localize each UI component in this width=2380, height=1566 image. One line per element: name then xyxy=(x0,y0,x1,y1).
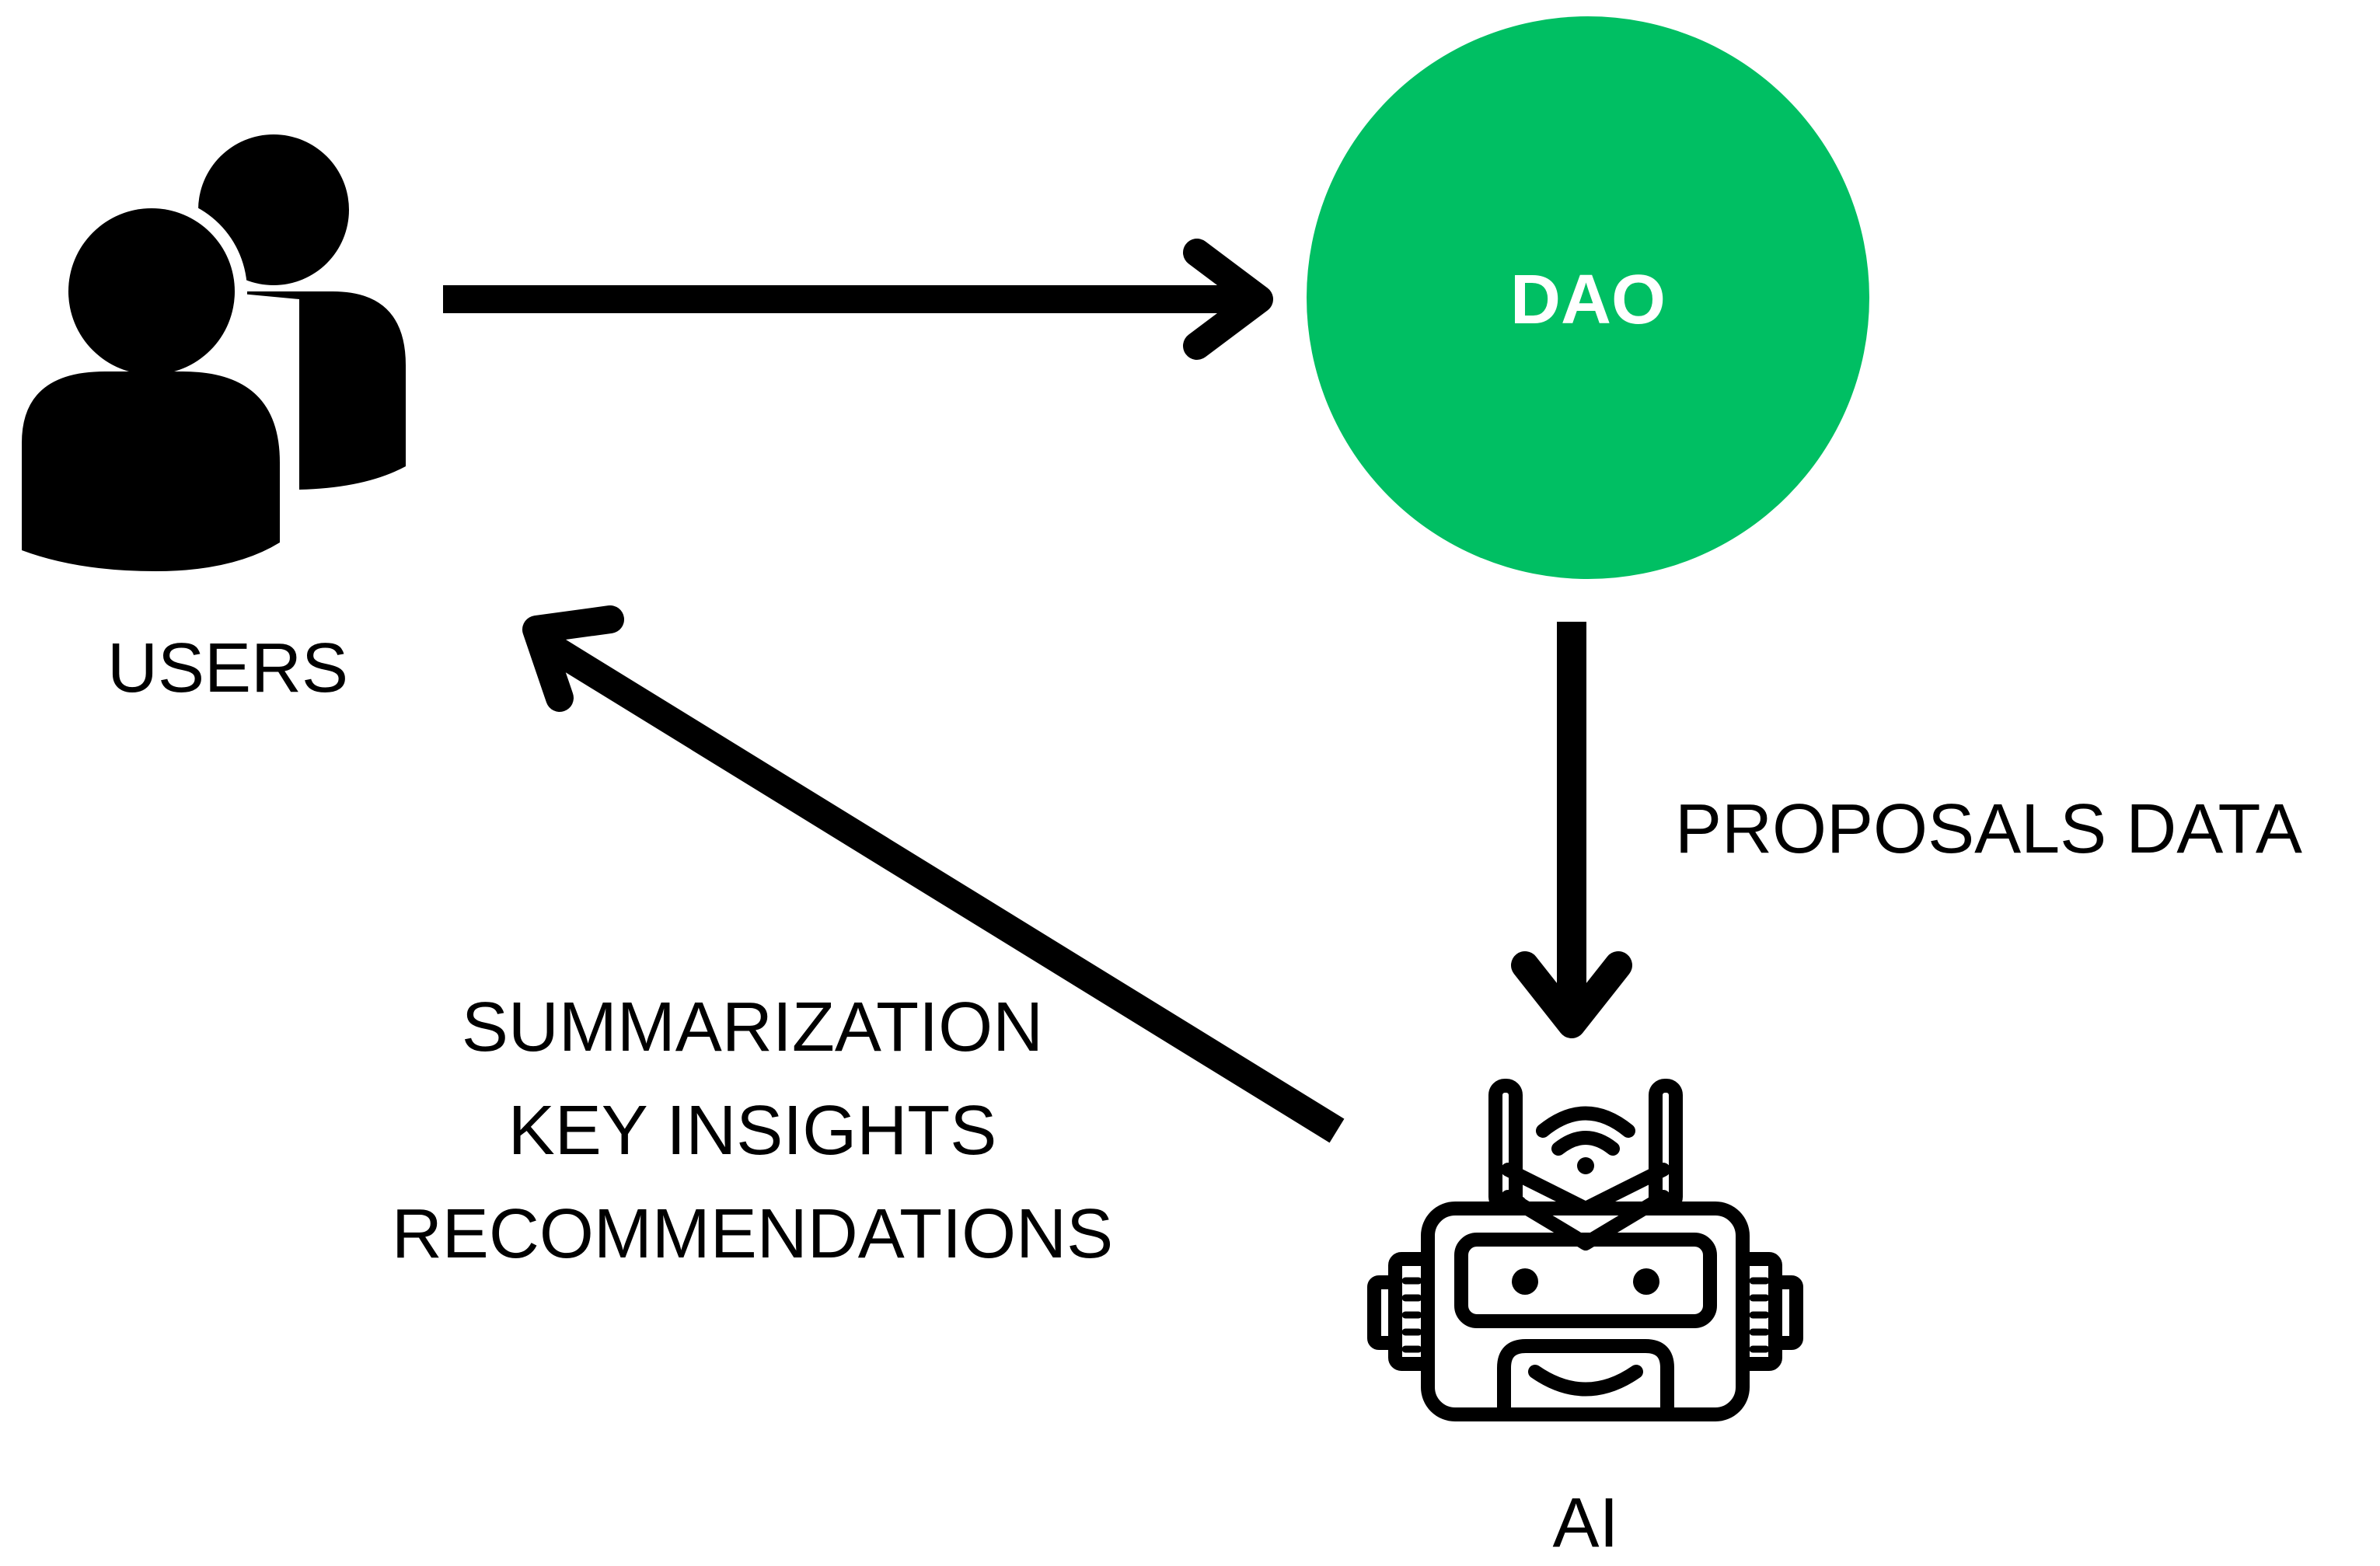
ai-label: AI xyxy=(1552,1484,1618,1562)
recommendations-label: RECOMMENDATIONS xyxy=(392,1195,1113,1273)
users-label: USERS xyxy=(107,630,348,707)
arrow-ai-to-users xyxy=(522,605,1345,1143)
dao-circle xyxy=(1307,16,1869,579)
dao-label: DAO xyxy=(1510,261,1666,339)
summarization-label: SUMMARIZATION xyxy=(462,989,1043,1066)
robot-icon xyxy=(1367,1079,1803,1421)
ai-output-labels: SUMMARIZATION KEY INSIGHTS RECOMMENDATIO… xyxy=(392,989,1113,1273)
arrow-users-to-dao xyxy=(443,239,1273,360)
key-insights-label: KEY INSIGHTS xyxy=(508,1092,997,1170)
proposals-data-label: PROPOSALS DATA xyxy=(1675,790,2302,868)
users-icon xyxy=(8,134,406,571)
arrow-dao-to-ai xyxy=(1511,622,1632,1038)
